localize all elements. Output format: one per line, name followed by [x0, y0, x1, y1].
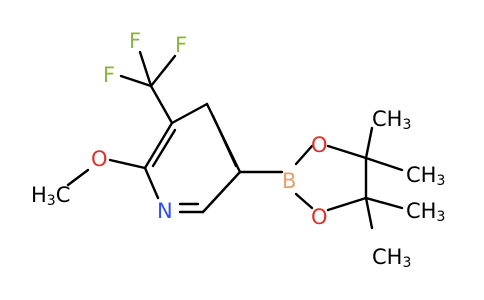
fluorine-label-left: F [103, 63, 115, 87]
methyl-3-sub: 3 [436, 209, 445, 225]
bond-c4-c5-inner [211, 114, 238, 168]
fluorine-label-top: F [129, 29, 141, 53]
methyl-left-c: C [56, 183, 71, 207]
bond-o-upper-c [326, 144, 368, 160]
methyl-label-3: CH3 [406, 199, 445, 225]
methyl-4-sub: 3 [402, 255, 411, 271]
bond-o-ch3 [66, 168, 90, 187]
oxygen-label-lower: O [311, 205, 328, 229]
bond-c3-cf3 [149, 84, 174, 125]
bond-b-o-lower [294, 192, 314, 210]
methyl-label-left: H3C [31, 183, 70, 209]
methyl-label-1: CH3 [372, 107, 411, 133]
bond-cf3-f-top [138, 50, 153, 88]
bond-cf3-f-left [119, 74, 153, 88]
oxygen-label-upper: O [311, 133, 328, 157]
methyl-1-ch: CH [372, 107, 402, 131]
methyl-label-2: CH3 [406, 163, 445, 189]
methyl-label-4: CH3 [372, 245, 411, 271]
bond-b-o-upper [294, 144, 314, 166]
bond-me4 [364, 196, 374, 230]
bond-c5-c6 [201, 170, 242, 214]
bond-lines [66, 50, 404, 230]
bond-c3-c4 [170, 102, 209, 125]
bond-c2-c3-inner [151, 128, 177, 168]
methyl-3-ch: CH [406, 199, 436, 223]
bond-o-lower-c [326, 196, 368, 212]
methyl-1-sub: 3 [402, 117, 411, 133]
oxygen-label-methoxy: O [91, 147, 108, 171]
bond-n-c2 [143, 166, 160, 200]
bond-c2-c3 [143, 121, 174, 170]
boron-label: B [282, 169, 296, 193]
methyl-2-sub: 3 [436, 173, 445, 189]
fluorine-label-right: F [175, 33, 187, 57]
methyl-left-h: H [31, 183, 47, 207]
atom-labels: F F F O N B O O H3C CH3 CH3 CH3 CH3 [31, 29, 445, 271]
bond-me2 [364, 156, 404, 172]
bond-me1 [364, 126, 374, 160]
nitrogen-label-ring: N [157, 199, 173, 223]
methyl-4-ch: CH [372, 245, 402, 269]
methyl-left-sub: 3 [47, 193, 56, 209]
bond-cf3-f-right [149, 54, 177, 88]
bond-c2-o [108, 158, 147, 170]
methyl-2-ch: CH [406, 163, 436, 187]
bond-me3 [364, 196, 404, 210]
